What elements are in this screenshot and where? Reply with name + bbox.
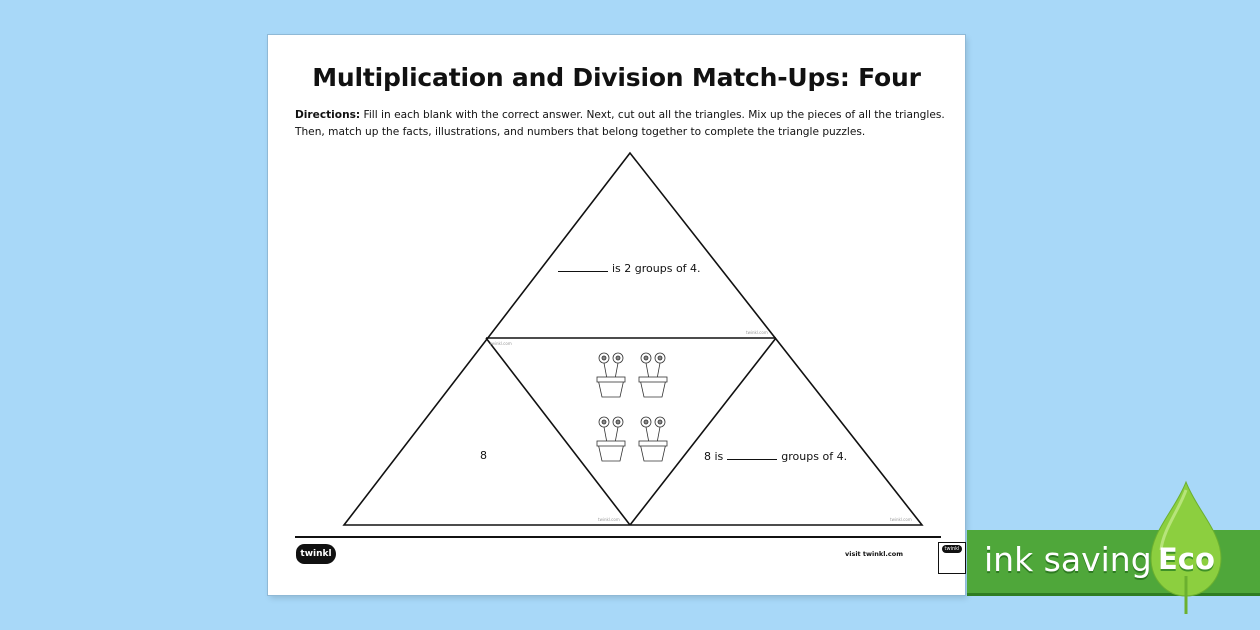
worksheet-page: Multiplication and Division Match-Ups: F… — [268, 35, 966, 595]
directions: Directions: Fill in each blank with the … — [295, 107, 945, 141]
eco-badge: Eco — [1158, 542, 1215, 576]
footer-divider — [295, 536, 941, 538]
outer-triangle — [342, 151, 924, 526]
worksheet-title: Multiplication and Division Match-Ups: F… — [312, 63, 921, 92]
ink-saving-text: ink saving — [984, 540, 1152, 579]
directions-text: Fill in each blank with the correct answ… — [295, 109, 945, 138]
top-fact: is 2 groups of 4. — [558, 261, 701, 275]
inner-right-edge — [629, 337, 777, 526]
left-number: 8 — [480, 449, 487, 462]
directions-label: Directions: — [295, 109, 361, 121]
seal-caption: twinkl — [942, 545, 962, 553]
watermark-center: twinkl.com — [598, 517, 620, 522]
right-fact-prefix: 8 is — [704, 450, 724, 463]
triangle-puzzle: twinkl.com twinkl.com twinkl.com twinkl.… — [342, 151, 924, 526]
right-fact-suffix: groups of 4. — [781, 450, 848, 463]
watermark-left: twinkl.com — [490, 341, 512, 346]
watermark-top: twinkl.com — [746, 330, 768, 335]
answer-blank[interactable] — [558, 261, 608, 272]
twinkl-logo: twinkl — [296, 544, 336, 564]
quality-seal: twinkl — [938, 542, 966, 574]
flower-pots-illustration — [596, 352, 668, 462]
visit-link: visit twinkl.com — [844, 550, 903, 558]
top-fact-text: is 2 groups of 4. — [612, 262, 701, 275]
inner-left-edge — [485, 337, 631, 526]
eco-drop-icon — [1150, 480, 1222, 614]
watermark-right: twinkl.com — [890, 517, 912, 522]
answer-blank[interactable] — [727, 449, 778, 460]
right-fact: 8 is groups of 4. — [704, 449, 847, 463]
